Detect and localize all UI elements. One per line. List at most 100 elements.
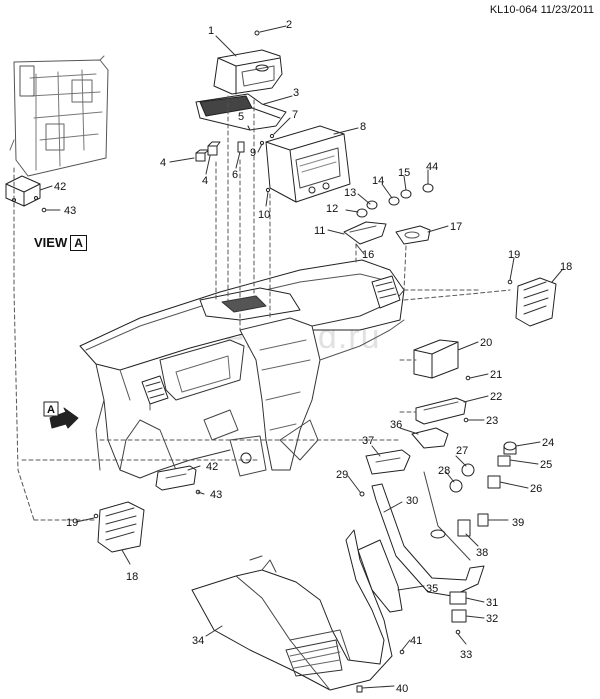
part-43-screw-inset bbox=[41, 207, 47, 213]
part-14-knob bbox=[388, 196, 400, 206]
part-8-display-unit bbox=[265, 125, 351, 203]
part-4-clip bbox=[195, 149, 210, 162]
part-29-clip bbox=[359, 491, 365, 497]
part-32-switch bbox=[451, 609, 467, 623]
part-5-clip bbox=[207, 141, 221, 156]
callout-35: 35 bbox=[426, 583, 438, 595]
callout-15: 15 bbox=[398, 167, 410, 179]
part-18-left-vent bbox=[97, 501, 145, 553]
callout-16: 16 bbox=[362, 249, 374, 261]
callout-41: 41 bbox=[410, 635, 422, 647]
part-36-cover bbox=[411, 427, 449, 449]
part-42-module-inset bbox=[5, 175, 41, 207]
part-1-display-hood bbox=[213, 49, 283, 95]
callout-7: 7 bbox=[292, 109, 298, 121]
part-15-knob bbox=[400, 189, 412, 199]
callout-9: 9 bbox=[250, 147, 256, 159]
callout-38: 38 bbox=[476, 547, 488, 559]
part-43-screw bbox=[195, 489, 201, 495]
callout-21: 21 bbox=[490, 369, 502, 381]
part-21-screw bbox=[465, 375, 471, 381]
callout-42a: 42 bbox=[54, 181, 66, 193]
callout-26: 26 bbox=[530, 483, 542, 495]
callout-28: 28 bbox=[438, 465, 450, 477]
part-19-left-screw bbox=[93, 513, 99, 519]
document-id: KL10-064 11/23/2011 bbox=[489, 4, 594, 16]
dashed-relation-lines bbox=[13, 95, 511, 521]
part-23-screw bbox=[463, 417, 469, 423]
callout-40: 40 bbox=[396, 683, 408, 695]
part-24-socket bbox=[503, 441, 517, 455]
part-44-knob bbox=[422, 183, 434, 193]
callout-44: 44 bbox=[426, 161, 438, 173]
callout-4a: 4 bbox=[160, 157, 166, 169]
view-label-text: VIEW bbox=[34, 235, 68, 250]
callout-2: 2 bbox=[286, 19, 292, 31]
callout-4b: 4 bbox=[202, 175, 208, 187]
part-34-floor-console bbox=[191, 529, 393, 691]
part-6-clip bbox=[237, 141, 245, 153]
callout-19a: 19 bbox=[508, 249, 520, 261]
part-19-right-screw bbox=[507, 279, 513, 285]
part-26-socket bbox=[487, 475, 501, 489]
view-letter-box: A bbox=[70, 235, 87, 251]
callout-5: 5 bbox=[238, 111, 244, 123]
part-31-switch bbox=[449, 591, 467, 605]
part-39-switch bbox=[477, 513, 489, 527]
callout-11: 11 bbox=[314, 225, 325, 237]
part-20-control-module bbox=[413, 339, 459, 379]
callout-29: 29 bbox=[336, 469, 348, 481]
part-17-switch-panel bbox=[395, 225, 431, 245]
part-30-console-trim bbox=[371, 471, 485, 597]
callout-32: 32 bbox=[486, 613, 498, 625]
callout-17: 17 bbox=[450, 221, 462, 233]
part-42-module bbox=[155, 465, 197, 491]
callout-43a: 43 bbox=[64, 205, 76, 217]
part-7-screw bbox=[269, 133, 275, 139]
part-38-switch bbox=[457, 519, 471, 537]
callout-22: 22 bbox=[490, 391, 502, 403]
instrument-panel-main bbox=[79, 259, 405, 479]
callout-8: 8 bbox=[360, 121, 366, 133]
arrow-letter: A bbox=[47, 404, 55, 416]
callout-13: 13 bbox=[344, 187, 356, 199]
callout-25: 25 bbox=[540, 459, 552, 471]
callout-6: 6 bbox=[232, 169, 238, 181]
callout-23: 23 bbox=[486, 415, 498, 427]
leader-lines bbox=[39, 25, 563, 689]
part-2-screw bbox=[254, 30, 260, 36]
callout-33: 33 bbox=[460, 649, 472, 661]
part-22-bracket bbox=[415, 397, 467, 425]
view-a-arrow: A bbox=[43, 401, 79, 429]
callout-27: 27 bbox=[456, 445, 468, 457]
callout-24: 24 bbox=[542, 437, 554, 449]
callout-18a: 18 bbox=[560, 261, 572, 273]
part-25-socket bbox=[497, 455, 511, 467]
part-10-screw bbox=[265, 187, 271, 193]
callout-labels: 1 2 3 4 4 5 6 7 8 9 10 11 12 13 14 15 16… bbox=[54, 19, 572, 695]
callout-20: 20 bbox=[480, 337, 492, 349]
callout-43b: 43 bbox=[210, 489, 222, 501]
part-37-bracket bbox=[365, 449, 411, 475]
part-40-clip bbox=[356, 685, 363, 693]
callout-30: 30 bbox=[406, 495, 418, 507]
part-27-knob bbox=[461, 463, 475, 477]
callout-37: 37 bbox=[362, 435, 374, 447]
callout-19b: 19 bbox=[66, 517, 78, 529]
callout-1: 1 bbox=[208, 25, 214, 37]
callout-3: 3 bbox=[293, 87, 299, 99]
callout-39: 39 bbox=[512, 517, 524, 529]
callout-18b: 18 bbox=[126, 571, 138, 583]
view-a-inset bbox=[9, 55, 109, 177]
part-12-knob bbox=[356, 208, 368, 218]
callout-42b: 42 bbox=[206, 461, 218, 473]
part-3-upper-grille-panel bbox=[195, 93, 287, 131]
part-11-switch-panel bbox=[343, 221, 387, 245]
callout-10: 10 bbox=[258, 209, 270, 221]
callout-14: 14 bbox=[372, 175, 384, 187]
callout-12: 12 bbox=[326, 203, 338, 215]
callout-36: 36 bbox=[390, 419, 402, 431]
callout-31: 31 bbox=[486, 597, 498, 609]
